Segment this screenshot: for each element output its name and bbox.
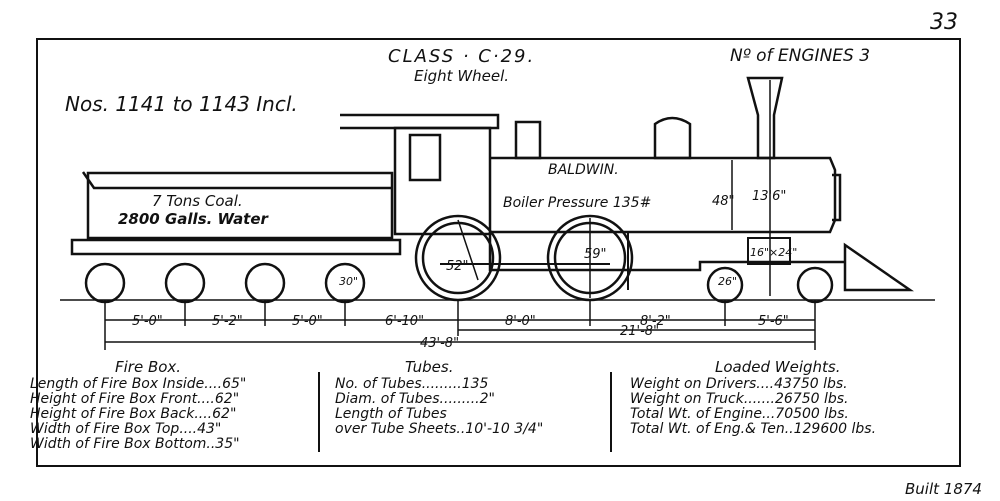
list-item: Width of Fire Box Bottom..35" [30,436,240,452]
stack-height: 13'6" [752,189,786,204]
pilot [843,242,915,292]
drawing-frame [36,38,961,467]
engine-wheelbase: 21'-8" [620,324,659,339]
cylinder-size: 16"×24" [750,246,797,259]
tender-coal-label: 7 Tons Coal. [152,192,243,210]
list-item: over Tube Sheets..10'-10 3/4" [335,421,544,437]
spacing-3: 5'-0" [292,314,323,329]
spacing-6: 8'-2" [640,314,671,329]
column-divider-2 [610,372,612,452]
driver-diameter-2: 59" [584,247,607,262]
driver-wheel-1 [414,214,502,302]
driver-diameter-1: 52" [446,259,469,274]
truck-wheel-2 [796,266,834,304]
list-item: Diam. of Tubes.........2" [335,391,495,407]
smokestack [746,76,784,160]
column-divider-1 [318,372,320,452]
list-item: Height of Fire Box Back....62" [30,406,237,422]
spacing-4: 6'-10" [385,314,424,329]
tender-wheel-diameter: 30" [339,275,358,288]
tender-wheel-2 [164,262,206,304]
spacing-5: 8'-0" [505,314,536,329]
tender-water-label: 2800 Galls. Water [118,210,270,228]
class-label: CLASS · C·29. [388,46,536,67]
list-item: Length of Tubes [335,406,447,422]
spacing-2: 5'-2" [212,314,243,329]
built-year: Built 1874 [905,480,982,498]
tender-frame [70,238,402,256]
page-number: 33 [930,10,958,35]
fire-box-heading: Fire Box. [115,358,182,376]
steam-dome [514,120,542,160]
smokebox-door [832,173,842,222]
engines-count: Nº of ENGINES 3 [730,46,871,66]
cab-roof [340,113,500,130]
list-item: Total Wt. of Engine...70500 lbs. [630,406,849,422]
spacing-7: 5'-6" [758,314,789,329]
list-item: Width of Fire Box Top....43" [30,421,222,437]
list-item: Weight on Truck.......26750 lbs. [630,391,849,407]
boiler-pressure-label: Boiler Pressure 135# [503,195,651,211]
list-item: Weight on Drivers....43750 lbs. [630,376,848,392]
sand-dome [653,116,692,160]
total-wheelbase: 43'-8" [420,336,459,351]
truck-wheel-diameter: 26" [718,275,737,288]
list-item: No. of Tubes.........135 [335,376,489,392]
list-item: Height of Fire Box Front....62" [30,391,240,407]
spacing-1: 5'-0" [132,314,163,329]
cab-window [408,133,442,182]
tender-wheel-1 [84,262,126,304]
tender-wheel-3 [244,262,286,304]
cylinder-box [747,237,791,265]
tubes-heading: Tubes. [405,358,454,376]
loaded-weights-heading: Loaded Weights. [715,358,841,376]
list-item: Length of Fire Box Inside....65" [30,376,247,392]
tender-coal-lip [81,171,392,190]
builder-label: BALDWIN. [548,162,619,178]
boiler-diameter: 48" [712,194,735,209]
tender-body [86,171,394,240]
wheel-type: Eight Wheel. [414,67,510,85]
engine-numbers: Nos. 1141 to 1143 Incl. [65,92,298,116]
list-item: Total Wt. of Eng.& Ten..129600 lbs. [630,421,877,437]
